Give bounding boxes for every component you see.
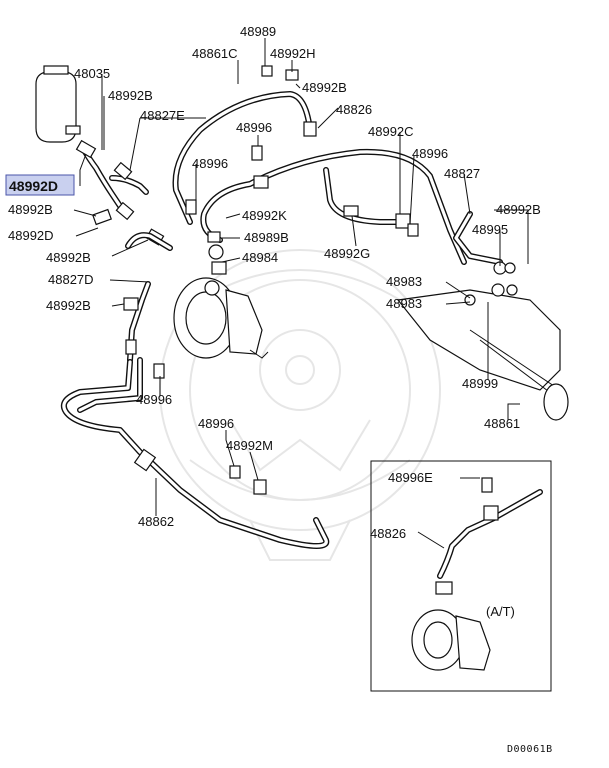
label-48992D-highlighted: 48992D (9, 178, 58, 194)
label-48827E: 48827E (140, 108, 185, 123)
leader-lines (73, 38, 529, 516)
label-48983-b: 48983 (386, 296, 422, 311)
highlight-48992D (5, 174, 75, 196)
label-48862: 48862 (138, 514, 174, 529)
return-hose (123, 232, 173, 363)
label-48996-c: 48996 (192, 156, 228, 171)
label-48992B-mid: 48992B (46, 250, 91, 265)
label-48999: 48999 (462, 376, 498, 391)
label-48992G: 48992G (324, 246, 370, 261)
label-48826-inset: 48826 (370, 526, 406, 541)
suction-hose (75, 139, 165, 246)
label-48992B-left: 48992B (8, 202, 53, 217)
label-48992B-low: 48992B (46, 298, 91, 313)
reservoir-tank (35, 65, 81, 143)
label-48984: 48984 (242, 250, 278, 265)
label-48992C: 48992C (368, 124, 414, 139)
label-48996-e: 48996 (198, 416, 234, 431)
label-48996E: 48996E (388, 470, 433, 485)
diagram-code: D00061B (507, 744, 553, 755)
fittings (153, 65, 419, 495)
label-48827: 48827 (444, 166, 480, 181)
label-48989B: 48989B (244, 230, 289, 245)
label-48992K: 48992K (242, 208, 287, 223)
pressure-hose-upper (172, 91, 317, 225)
label-48996-b: 48996 (412, 146, 448, 161)
label-48989: 48989 (240, 24, 276, 39)
inset-at-variant (370, 460, 552, 692)
label-48996-a: 48996 (236, 120, 272, 135)
power-steering-pump (173, 231, 269, 359)
label-48996-d: 48996 (136, 392, 172, 407)
part-labels: 48989 48861C 48992H 48035 48992B 48992B … (5, 24, 553, 755)
label-48861: 48861 (484, 416, 520, 431)
label-48992D: 48992D (8, 228, 54, 243)
return-line (453, 211, 503, 265)
label-48992B-right: 48992B (108, 88, 153, 103)
label-at-variant: (A/T) (486, 604, 515, 619)
label-48983-a: 48983 (386, 274, 422, 289)
label-48992B-top: 48992B (302, 80, 347, 95)
label-48992B-far: 48992B (496, 202, 541, 217)
steering-gear (396, 261, 569, 421)
label-48826-top: 48826 (336, 102, 372, 117)
label-48995: 48995 (472, 222, 508, 237)
label-48992M: 48992M (226, 438, 273, 453)
cooler-pipe (60, 357, 330, 549)
label-48861C: 48861C (192, 46, 238, 61)
label-48035: 48035 (74, 66, 110, 81)
label-48992H: 48992H (270, 46, 316, 61)
label-48827D: 48827D (48, 272, 94, 287)
